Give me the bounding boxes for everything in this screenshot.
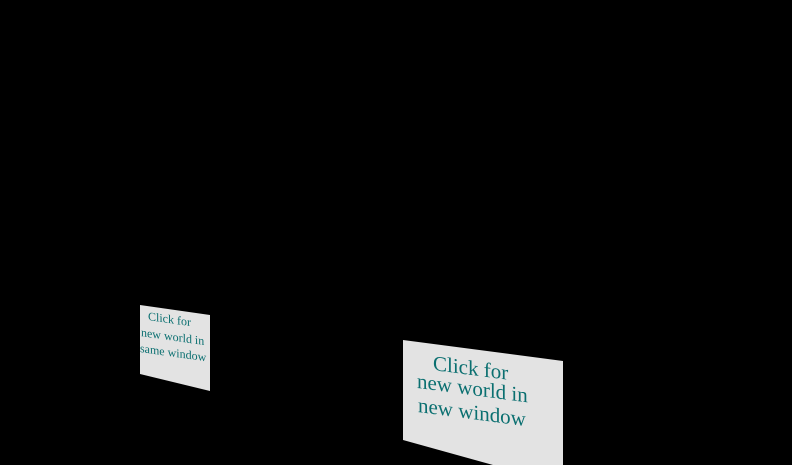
new-window-panel-surface[interactable] <box>403 340 563 465</box>
same-window-link-panel[interactable]: Click for new world in same window <box>140 305 210 391</box>
same-window-link-line-1[interactable]: Click for <box>148 309 191 329</box>
new-window-link-panel[interactable]: Click for new world in new window <box>403 340 563 465</box>
same-window-panel-surface[interactable] <box>140 305 210 391</box>
